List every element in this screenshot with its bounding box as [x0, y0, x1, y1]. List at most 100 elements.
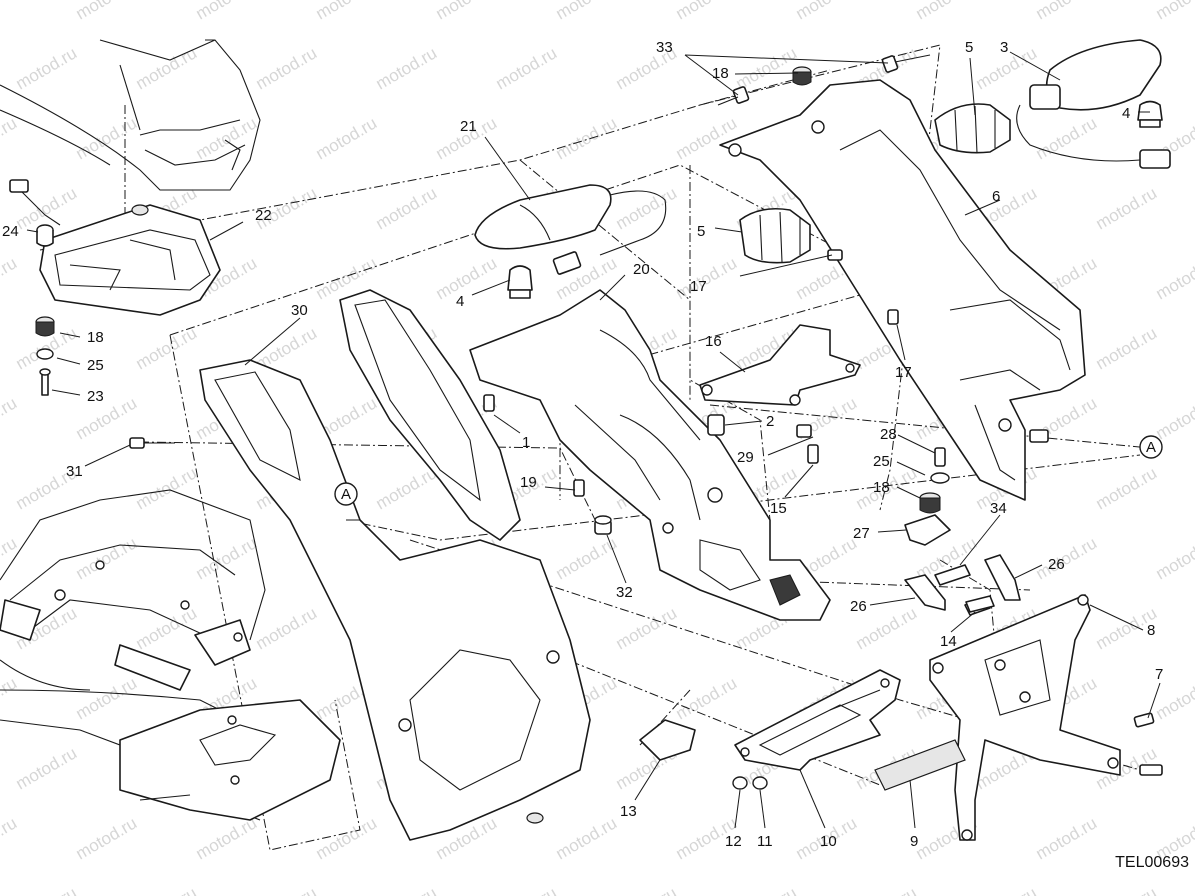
callout-5-upper: 5	[965, 39, 973, 56]
watermark-text: motod.ru	[73, 113, 141, 163]
watermark-text: motod.ru	[733, 883, 801, 896]
watermark-text: motod.ru	[73, 533, 141, 583]
watermark-text: motod.ru	[613, 183, 681, 233]
watermark-text: motod.ru	[313, 113, 381, 163]
callout-labels: 1 2 3 4 4 5 5 6 7 8 9 10 11 12 13 14 15 …	[2, 39, 1163, 850]
rear-body-context	[0, 39, 261, 191]
callout-8: 8	[1147, 622, 1155, 639]
watermark-text: motod.ru	[1093, 323, 1161, 373]
callout-26-right: 26	[1048, 556, 1065, 573]
watermark-text: motod.ru	[13, 743, 81, 793]
callout-5-lower: 5	[697, 223, 705, 240]
callout-16: 16	[705, 333, 722, 350]
watermark-text: motod.ru	[1153, 393, 1195, 443]
reflector-bracket	[734, 669, 901, 771]
tail-light	[9, 179, 221, 316]
callout-7: 7	[1155, 666, 1163, 683]
fasteners	[129, 54, 1163, 790]
watermark-text: motod.ru	[373, 463, 441, 513]
callout-2: 2	[766, 413, 774, 430]
watermark-text: motod.ru	[133, 463, 201, 513]
watermark-text: motod.ru	[973, 883, 1041, 896]
watermark-text: motod.ru	[0, 113, 20, 163]
diagram-code: TEL00693	[1115, 854, 1189, 871]
watermark-text: motod.ru	[553, 0, 621, 23]
watermark-text: motod.ru	[253, 603, 321, 653]
watermark-text: motod.ru	[1093, 463, 1161, 513]
callout-18-right: 18	[873, 479, 890, 496]
watermark-text: motod.ru	[793, 0, 861, 23]
callout-10: 10	[820, 833, 837, 850]
callout-18-upper: 18	[712, 65, 729, 82]
callout-3: 3	[1000, 39, 1008, 56]
watermark-text: motod.ru	[193, 533, 261, 583]
turn-indicator-left	[474, 184, 667, 275]
watermark-text: motod.ru	[0, 673, 20, 723]
watermark-text: motod.ru	[253, 43, 321, 93]
callout-leaders	[26, 51, 1161, 829]
watermark-text: motod.ru	[0, 813, 20, 863]
watermark-text: motod.ru	[493, 883, 561, 896]
watermark-text: motod.ru	[913, 0, 981, 23]
watermark-text: motod.ru	[0, 0, 20, 23]
watermark-text: motod.ru	[193, 113, 261, 163]
watermark-text: motod.ru	[133, 323, 201, 373]
watermark-text: motod.ru	[673, 113, 741, 163]
watermark-text: motod.ru	[133, 883, 201, 896]
callout-31: 31	[66, 463, 83, 480]
license-plate-holder	[469, 289, 831, 621]
watermark-text: motod.ru	[373, 43, 441, 93]
callout-27: 27	[853, 525, 870, 542]
rubber-grommets	[739, 103, 1011, 264]
callout-26-left: 26	[850, 598, 867, 615]
callout-24: 24	[2, 223, 19, 240]
watermark-text: motod.ru	[73, 393, 141, 443]
callout-29: 29	[737, 449, 754, 466]
section-marker-right: A	[1146, 439, 1156, 456]
watermark-text: motod.ru	[1033, 533, 1101, 583]
callout-4-left: 4	[456, 293, 464, 310]
watermark-text: motod.ru	[373, 883, 441, 896]
bracket	[699, 324, 861, 406]
callout-14: 14	[940, 633, 957, 650]
watermark-text: motod.ru	[193, 0, 261, 23]
watermark-text: motod.ru	[433, 253, 501, 303]
watermark-text: motod.ru	[1093, 883, 1161, 896]
turn-indicator-right	[1016, 39, 1171, 169]
callout-11: 11	[757, 833, 773, 850]
watermark-text: motod.ru	[613, 883, 681, 896]
watermark-text: motod.ru	[493, 43, 561, 93]
tail-light-fasteners	[35, 224, 55, 396]
callout-4-right: 4	[1122, 105, 1130, 122]
watermark-text: motod.ru	[1033, 0, 1101, 23]
callout-30: 30	[291, 302, 308, 319]
watermark-text: motod.ru	[313, 0, 381, 23]
watermark-text: motod.ru	[553, 813, 621, 863]
callout-25-right: 25	[873, 453, 890, 470]
watermark-text: motod.ru	[73, 673, 141, 723]
watermark-text: motod.ru	[0, 253, 20, 303]
watermark-text: motod.ru	[253, 883, 321, 896]
watermark-text: motod.ru	[553, 113, 621, 163]
watermark-text: motod.ru	[1153, 0, 1195, 23]
callout-34: 34	[990, 500, 1007, 517]
callout-25-left: 25	[87, 357, 104, 374]
callout-19: 19	[520, 474, 537, 491]
callout-6: 6	[992, 188, 1000, 205]
callout-21: 21	[460, 118, 477, 135]
watermark-text: motod.ru	[1153, 253, 1195, 303]
callout-22: 22	[255, 207, 272, 224]
callout-1: 1	[522, 434, 530, 451]
reflector	[874, 739, 966, 791]
callout-13: 13	[620, 803, 637, 820]
callout-9: 9	[910, 833, 918, 850]
subframe-context	[0, 489, 341, 821]
watermark-text: motod.ru	[553, 533, 621, 583]
callout-33: 33	[656, 39, 673, 56]
callout-17-right: 17	[895, 364, 912, 381]
callout-32: 32	[616, 584, 633, 601]
cap	[639, 719, 696, 761]
callout-20: 20	[633, 261, 650, 278]
watermark-text: motod.ru	[1153, 533, 1195, 583]
section-markers: A A	[334, 435, 1163, 521]
